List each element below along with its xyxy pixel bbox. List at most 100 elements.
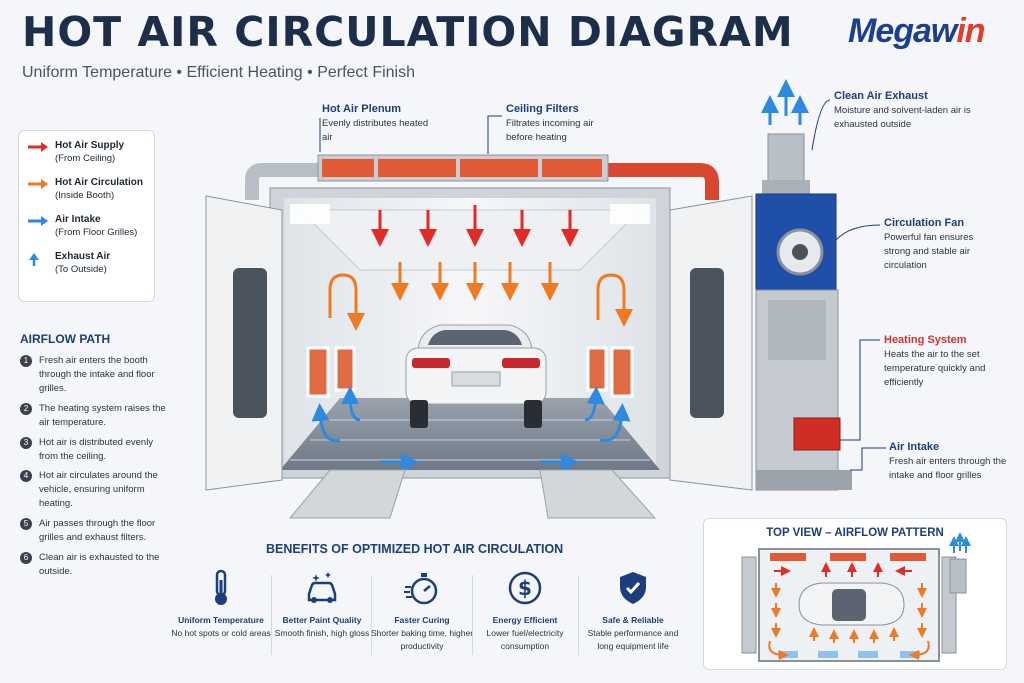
step-text: The heating system raises the air temper…	[39, 403, 166, 428]
circulation-arrows	[328, 262, 633, 331]
legend-exhaust-air: Exhaust Air (To Outside)	[27, 250, 146, 276]
supply-duct-right	[605, 163, 719, 200]
car-rear-view	[405, 324, 547, 428]
legend-box: Hot Air Supply (From Ceiling) Hot Air Cir…	[18, 130, 155, 302]
divider	[271, 575, 272, 655]
legend-title: Air Intake	[55, 214, 101, 225]
benefit-title: Energy Efficient	[492, 615, 558, 625]
ramp-right	[539, 469, 657, 519]
callout-title: Clean Air Exhaust	[834, 90, 928, 102]
step-number: 4	[20, 470, 32, 482]
benefit-text: Smooth finish, high gloss	[274, 628, 370, 638]
callout-title: Hot Air Plenum	[322, 103, 402, 115]
legend-hot-air-circulation: Hot Air Circulation (Inside Booth)	[27, 176, 146, 202]
supply-duct-left	[245, 163, 320, 200]
arrow-right-icon	[28, 179, 48, 189]
divider	[371, 575, 372, 655]
step-number: 6	[20, 552, 32, 564]
divider	[578, 575, 579, 655]
legend-sub: (From Ceiling)	[55, 153, 116, 164]
legend-title: Exhaust Air	[55, 251, 111, 262]
legend-sub: (Inside Booth)	[55, 190, 115, 201]
step-number: 5	[20, 518, 32, 530]
callout-text: Moisture and solvent-laden air is exhaus…	[834, 105, 971, 130]
airflow-step: 6 Clean air is exhausted to the outside.	[20, 551, 170, 579]
thermometer-icon	[215, 569, 227, 605]
step-number: 1	[20, 355, 32, 367]
shield-check-icon	[620, 572, 646, 604]
callout-text: Evenly distributes heated air	[322, 118, 429, 143]
step-text: Hot air circulates around the vehicle, e…	[39, 470, 158, 509]
step-number: 3	[20, 437, 32, 449]
supply-arrows	[371, 205, 579, 247]
benefit-text: Lower fuel/electricity consumption	[486, 628, 564, 651]
legend-title: Hot Air Circulation	[55, 177, 143, 188]
benefit-title: Better Paint Quality	[282, 615, 362, 625]
callout-title: Ceiling Filters	[506, 103, 579, 115]
airflow-step: 5 Air passes through the floor grilles an…	[20, 517, 170, 545]
legend-hot-air-supply: Hot Air Supply (From Ceiling)	[27, 139, 146, 165]
top-view-diagram	[741, 532, 971, 662]
airflow-path-title: AIRFLOW PATH	[20, 332, 111, 346]
brand-accent: in	[956, 12, 985, 50]
arrow-right-icon	[28, 216, 48, 226]
airflow-step: 3 Hot air is distributed evenly from the …	[20, 436, 170, 464]
benefit-text: Stable performance and long equipment li…	[587, 628, 679, 651]
airflow-step: 2 The heating system raises the air tempe…	[20, 402, 170, 430]
arrow-up-icon	[29, 253, 39, 266]
benefit-title: Safe & Reliable	[602, 615, 664, 625]
wall-heater	[306, 346, 330, 398]
step-text: Clean air is exhausted to the outside.	[39, 552, 160, 577]
car-sparkle-icon	[307, 572, 337, 603]
booth-floor	[280, 398, 660, 470]
wall-heater	[586, 346, 608, 392]
callout-text: Powerful fan ensures strong and stable a…	[884, 232, 974, 271]
wall-heater	[334, 346, 356, 392]
benefit-uniform-temperature: Uniform Temperature No hot spots or cold …	[169, 568, 273, 640]
benefit-text: Shorter baking time, higher productivity	[370, 628, 474, 651]
callout-text: Fresh air enters through the intake and …	[889, 456, 1007, 481]
intake-arrows	[311, 386, 631, 471]
top-view-panel: TOP VIEW – AIRFLOW PATTERN	[703, 518, 1007, 670]
ramp-left	[288, 469, 406, 519]
step-text: Air passes through the floor grilles and…	[39, 518, 156, 543]
airflow-step: 4 Hot air circulates around the vehicle, …	[20, 469, 170, 511]
legend-air-intake: Air Intake (From Floor Grilles)	[27, 213, 146, 239]
benefit-text: No hot spots or cold areas	[171, 628, 271, 638]
arrow-right-icon	[28, 142, 48, 152]
legend-sub: (From Floor Grilles)	[55, 227, 138, 238]
callout-text: Heats the air to the set temperature qui…	[884, 349, 986, 388]
benefits-title: BENEFITS OF OPTIMIZED HOT AIR CIRCULATIO…	[266, 542, 564, 556]
exhaust-arrows	[761, 79, 809, 125]
dollar-icon: $	[508, 571, 542, 605]
wall-heater	[610, 346, 634, 398]
step-text: Hot air is distributed evenly from the c…	[39, 437, 154, 462]
legend-sub: (To Outside)	[55, 264, 107, 275]
callout-title: Heating System	[884, 334, 967, 346]
page-title: HOT AIR CIRCULATION DIAGRAM	[22, 8, 794, 56]
svg-text:$: $	[518, 576, 532, 600]
benefit-title: Uniform Temperature	[178, 615, 264, 625]
benefit-title: Faster Curing	[394, 615, 450, 625]
legend-title: Hot Air Supply	[55, 140, 125, 151]
step-number: 2	[20, 403, 32, 415]
page-subtitle: Uniform Temperature • Efficient Heating …	[22, 64, 415, 81]
callout-title: Circulation Fan	[884, 217, 965, 229]
callout-title: Air Intake	[889, 441, 940, 453]
stopwatch-icon	[404, 573, 438, 605]
top-view-title: TOP VIEW – AIRFLOW PATTERN	[766, 527, 944, 539]
brand-main: Megaw	[848, 12, 957, 50]
burner	[793, 417, 841, 451]
